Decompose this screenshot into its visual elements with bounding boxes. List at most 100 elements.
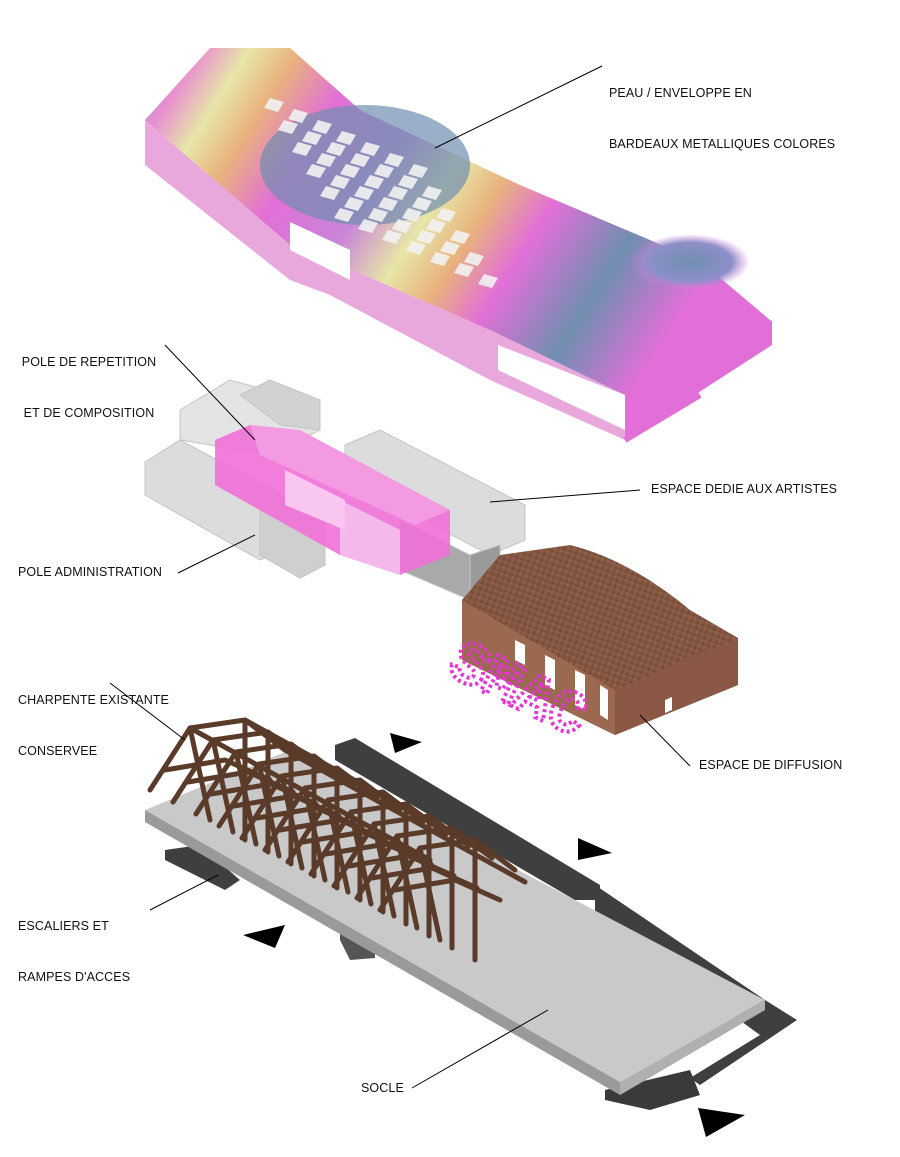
existing-timber-frame — [147, 717, 528, 963]
base-slab-side — [145, 810, 620, 1095]
leader-base — [411, 1009, 549, 1089]
arrow-left — [243, 925, 285, 948]
envelope-front-face — [625, 320, 772, 440]
label-stairs-line1: ESCALIERS ET — [18, 919, 109, 933]
label-artists: ESPACE DEDIE AUX ARTISTES — [651, 482, 838, 496]
timber-truss — [377, 837, 518, 963]
arrow-top — [390, 733, 422, 753]
envelope-opening-left — [290, 222, 350, 280]
base-platform — [145, 717, 797, 1137]
label-diffusion: ESPACE DE DIFFUSION — [699, 758, 843, 772]
skylight — [344, 197, 364, 211]
timber-truss — [331, 813, 472, 939]
skylight — [440, 241, 460, 255]
skylight — [388, 186, 408, 200]
timber-truss — [170, 729, 311, 855]
skylight — [350, 153, 370, 167]
skylight — [334, 208, 354, 222]
skylight — [402, 208, 422, 222]
label-frame: CHARPENTE EXISTANTE CONSERVEE — [18, 658, 169, 777]
label-rehearsal: POLE DE REPETITION ET DE COMPOSITION — [15, 320, 163, 439]
skylight — [316, 153, 336, 167]
skylight — [384, 153, 404, 167]
leader-diffusion — [639, 714, 691, 767]
skylight — [416, 230, 436, 244]
skylight — [336, 131, 356, 145]
program-volumes: SMAC — [144, 379, 738, 756]
rear-ramp — [335, 738, 600, 900]
skylight — [320, 186, 340, 200]
timber-truss — [216, 753, 357, 879]
skylight — [422, 186, 442, 200]
skylight — [306, 164, 326, 178]
timber-truss — [354, 825, 495, 951]
skylight — [426, 219, 446, 233]
timber-truss — [308, 801, 449, 927]
label-envelope: PEAU / ENVELOPPE EN BARDEAUX METALLIQUES… — [609, 51, 835, 170]
envelope-blue-zone — [630, 234, 750, 290]
skylight — [326, 142, 346, 156]
skylight — [378, 197, 398, 211]
leader-rehearsal — [164, 344, 256, 441]
skylight — [398, 175, 418, 189]
skylight — [382, 230, 402, 244]
skylight — [360, 142, 380, 156]
label-stairs-line2: RAMPES D'ACCES — [18, 970, 131, 984]
timber-truss — [193, 741, 334, 867]
skylight — [364, 175, 384, 189]
base-slab-top — [145, 750, 765, 1082]
skylight — [450, 230, 470, 244]
label-admin: POLE ADMINISTRATION — [18, 565, 163, 579]
label-base: SOCLE — [361, 1081, 404, 1095]
leader-lines — [109, 65, 691, 1089]
leader-frame — [109, 682, 186, 741]
label-frame-line1: CHARPENTE EXISTANTE — [18, 693, 169, 707]
label-frame-line2: CONSERVEE — [18, 744, 98, 758]
skylight — [340, 164, 360, 178]
envelope-skylights — [264, 98, 498, 288]
timber-truss — [262, 777, 403, 903]
skylight — [288, 109, 308, 123]
timber-truss — [239, 765, 380, 891]
skylight — [330, 175, 350, 189]
front-right-stairs — [605, 1070, 700, 1110]
label-envelope-line1: PEAU / ENVELOPPE EN — [609, 86, 752, 100]
skylight — [278, 120, 298, 134]
diffusion-space-volume — [462, 545, 738, 735]
timber-truss — [285, 789, 426, 915]
skylight — [454, 263, 474, 277]
leader-stairs — [149, 874, 219, 911]
base-slab-end — [620, 1000, 765, 1095]
skylight — [464, 252, 484, 266]
leader-admin — [177, 534, 256, 574]
rehearsal-pole-volume — [215, 425, 450, 575]
skylight — [392, 219, 412, 233]
envelope-volume — [145, 48, 772, 443]
skylight — [358, 219, 378, 233]
timber-truss — [147, 717, 288, 843]
label-rehearsal-line1: POLE DE REPETITION — [21, 355, 157, 369]
skylight — [436, 208, 456, 222]
skylight — [406, 241, 426, 255]
label-rehearsal-line2: ET DE COMPOSITION — [23, 406, 155, 420]
label-envelope-line2: BARDEAUX METALLIQUES COLORES — [609, 137, 836, 151]
skylight — [478, 274, 498, 288]
skylight — [368, 208, 388, 222]
skylight — [264, 98, 284, 112]
left-ramp — [165, 845, 240, 890]
skylight — [312, 120, 332, 134]
label-stairs: ESCALIERS ET RAMPES D'ACCES — [18, 884, 130, 1003]
skylight — [408, 164, 428, 178]
skylight — [412, 197, 432, 211]
skylight — [374, 164, 394, 178]
leader-artists — [489, 489, 641, 503]
timber-ridge-beam — [187, 717, 528, 885]
skylight — [430, 252, 450, 266]
arrow-bottom — [698, 1108, 745, 1137]
skylight — [302, 131, 322, 145]
arrow-right — [578, 838, 612, 860]
skylight — [354, 186, 374, 200]
skylight — [292, 142, 312, 156]
leader-envelope — [434, 65, 603, 149]
